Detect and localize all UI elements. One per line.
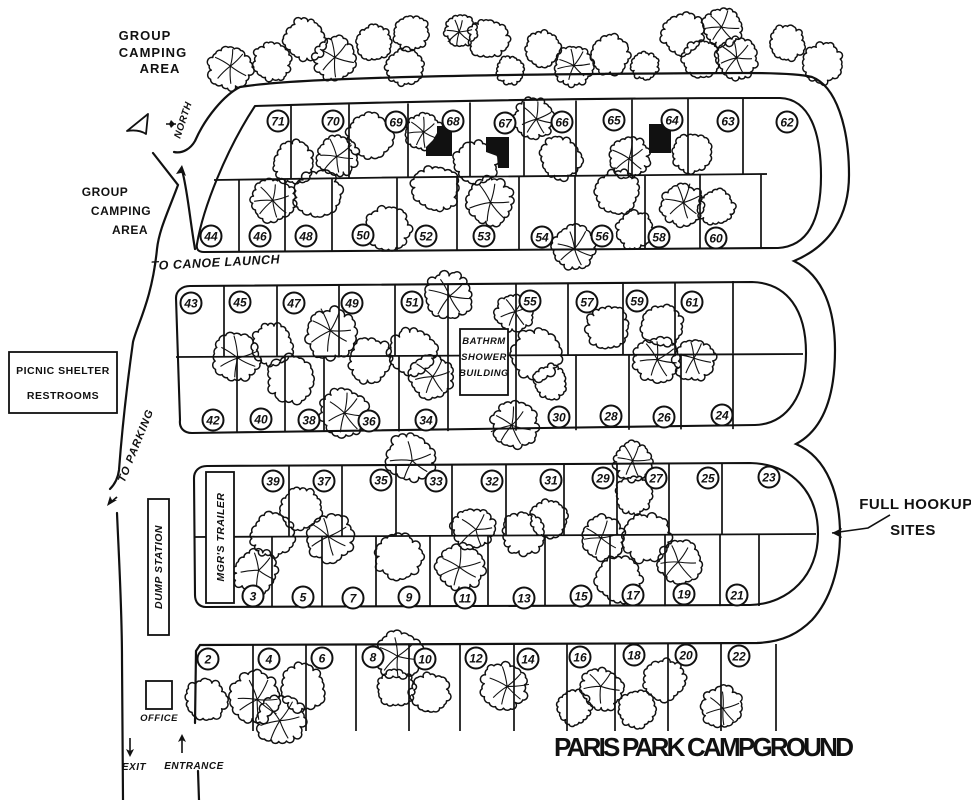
svg-text:61: 61 [685,295,699,309]
svg-text:19: 19 [677,587,691,601]
svg-text:9: 9 [406,590,413,604]
svg-text:38: 38 [302,413,316,427]
svg-text:SITES: SITES [890,522,936,539]
svg-text:PARIS PARK CAMPGROUND: PARIS PARK CAMPGROUND [554,732,855,762]
svg-text:25: 25 [700,471,715,485]
svg-text:27: 27 [648,471,664,485]
svg-text:3: 3 [250,589,257,603]
svg-text:MGR'S TRAILER: MGR'S TRAILER [215,493,227,582]
svg-text:68: 68 [446,114,460,128]
svg-text:59: 59 [630,294,644,308]
svg-text:65: 65 [607,113,621,127]
svg-text:ENTRANCE: ENTRANCE [164,761,224,772]
svg-text:47: 47 [286,296,302,310]
svg-text:TO CANOE LAUNCH: TO CANOE LAUNCH [150,252,281,273]
svg-text:GROUP: GROUP [82,185,129,199]
svg-text:63: 63 [721,114,735,128]
svg-text:14: 14 [521,652,535,666]
svg-text:23: 23 [761,470,776,484]
svg-text:67: 67 [498,116,513,130]
svg-text:8: 8 [370,650,377,664]
svg-text:32: 32 [485,474,499,488]
svg-text:48: 48 [298,229,313,243]
svg-text:29: 29 [595,471,610,485]
svg-text:PICNIC SHELTER: PICNIC SHELTER [16,365,110,377]
svg-text:11: 11 [459,591,472,605]
svg-text:24: 24 [714,408,729,422]
svg-text:40: 40 [253,412,268,426]
svg-text:28: 28 [603,409,618,423]
svg-text:22: 22 [731,649,746,663]
svg-text:21: 21 [729,588,744,602]
svg-text:35: 35 [374,473,388,487]
svg-text:SHOWER: SHOWER [461,352,507,363]
svg-text:6: 6 [319,651,326,665]
svg-text:70: 70 [326,114,340,128]
svg-text:DUMP STATION: DUMP STATION [153,525,165,609]
svg-text:15: 15 [574,589,588,603]
svg-text:OFFICE: OFFICE [140,713,178,724]
svg-text:31: 31 [544,473,558,487]
svg-text:66: 66 [555,115,569,129]
svg-text:56: 56 [595,229,609,243]
svg-text:17: 17 [626,588,641,602]
svg-text:12: 12 [469,651,483,665]
svg-text:60: 60 [709,231,723,245]
svg-text:BATHRM: BATHRM [462,336,506,347]
svg-text:34: 34 [419,413,433,427]
svg-text:69: 69 [389,115,403,129]
svg-text:45: 45 [232,295,247,309]
svg-text:26: 26 [656,410,671,424]
svg-text:42: 42 [205,413,220,427]
svg-text:CAMPING: CAMPING [91,204,151,218]
svg-text:4: 4 [265,652,273,666]
svg-text:13: 13 [517,591,531,605]
svg-text:20: 20 [678,648,693,662]
svg-text:7: 7 [350,591,358,605]
svg-text:CAMPING: CAMPING [119,45,187,60]
svg-text:46: 46 [252,229,267,243]
svg-text:AREA: AREA [140,61,181,76]
svg-text:10: 10 [418,652,432,666]
svg-text:FULL HOOKUP: FULL HOOKUP [859,496,971,513]
svg-text:RESTROOMS: RESTROOMS [27,390,99,402]
svg-text:5: 5 [300,590,307,604]
svg-text:62: 62 [780,115,794,129]
svg-text:55: 55 [523,294,537,308]
svg-text:53: 53 [477,229,491,243]
svg-text:BUILDING: BUILDING [459,368,509,379]
svg-text:54: 54 [535,230,549,244]
svg-text:64: 64 [665,113,679,127]
svg-text:18: 18 [627,648,641,662]
svg-text:2: 2 [204,652,212,666]
svg-text:30: 30 [552,410,566,424]
svg-text:49: 49 [344,296,359,310]
svg-text:33: 33 [429,474,443,488]
svg-text:58: 58 [652,230,666,244]
svg-text:EXIT: EXIT [122,762,147,773]
svg-text:71: 71 [271,114,285,128]
svg-text:51: 51 [405,295,419,309]
svg-text:43: 43 [183,296,198,310]
svg-text:52: 52 [419,229,433,243]
svg-text:GROUP: GROUP [119,28,172,43]
svg-text:36: 36 [362,414,376,428]
svg-text:57: 57 [580,295,595,309]
svg-text:50: 50 [356,228,370,242]
svg-text:44: 44 [203,229,218,243]
svg-text:39: 39 [266,474,280,488]
svg-text:16: 16 [573,650,587,664]
svg-text:AREA: AREA [112,223,148,237]
svg-text:37: 37 [317,474,332,488]
